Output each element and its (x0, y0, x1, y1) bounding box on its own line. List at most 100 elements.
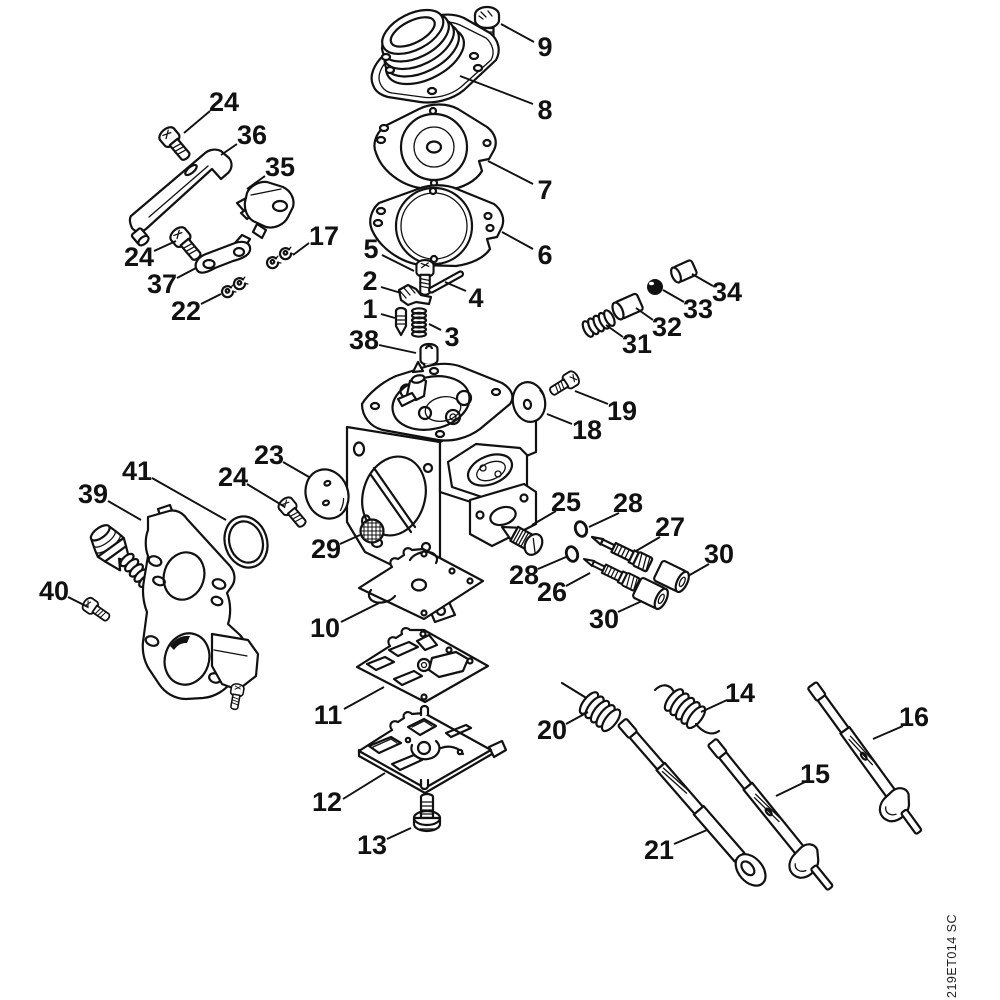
leader-line-3 (428, 323, 442, 331)
part-28-o-ring (573, 520, 589, 538)
part-12-pump-cover-plate (357, 704, 508, 795)
part-33-ball (647, 279, 663, 295)
part-25-adjust-screw (500, 525, 544, 556)
idle-adjust-knob (89, 524, 132, 572)
leader-line-32 (635, 307, 654, 321)
part-10-gasket-plate (357, 547, 485, 621)
callout-20: 20 (537, 715, 567, 745)
callout-4: 4 (468, 283, 483, 313)
part-21-choke-shaft (617, 718, 767, 887)
part-3-spring (410, 307, 428, 338)
callout-39: 39 (78, 479, 108, 509)
carburetor-body (345, 360, 538, 624)
leader-line-33 (662, 289, 685, 303)
part-29-screen (359, 518, 385, 544)
leader-line-6 (501, 231, 534, 250)
part-7-metering-diaphragm (373, 103, 497, 192)
part-41-o-ring (223, 515, 269, 569)
leader-line-24 (246, 483, 286, 508)
part-18-disc (511, 381, 547, 423)
callout-30: 30 (589, 604, 619, 634)
callout-11: 11 (314, 700, 343, 730)
part-31-spring (579, 307, 618, 340)
part-8-pump-cover (370, 8, 500, 104)
callout-36: 36 (237, 120, 267, 150)
callout-6: 6 (537, 240, 552, 270)
leader-line-30 (687, 563, 710, 577)
leader-line-37 (176, 267, 197, 279)
callout-10: 10 (310, 613, 340, 643)
callout-3: 3 (444, 322, 459, 352)
callout-41: 41 (122, 456, 152, 486)
callout-25: 25 (551, 487, 581, 517)
leader-line-1 (380, 313, 396, 319)
part-36-lever (128, 148, 233, 247)
part-40-screw (79, 594, 114, 626)
part-6-gasket (369, 184, 505, 268)
callout-21: 21 (644, 835, 674, 865)
leader-line-24 (153, 240, 177, 252)
leader-line-40 (67, 596, 89, 608)
part-24-screw (166, 223, 207, 266)
part-23-disc (304, 468, 350, 520)
part-17-clip (277, 244, 296, 262)
part-14-spring (653, 684, 721, 735)
leader-line-23 (282, 461, 310, 478)
leader-line-11 (343, 686, 385, 710)
leader-line-28 (588, 512, 620, 528)
part-13-screw (412, 792, 442, 833)
leader-line-22 (200, 293, 222, 305)
callout-23: 23 (254, 440, 284, 470)
part-17-clip (264, 253, 283, 271)
callout-18: 18 (572, 415, 602, 445)
part-37-lever (194, 233, 252, 274)
leader-line-17 (292, 242, 310, 256)
parts-layer (79, 5, 923, 891)
callout-19: 19 (607, 396, 637, 426)
callout-30: 30 (704, 539, 734, 569)
leader-line-35 (246, 175, 266, 190)
leader-line-26 (565, 572, 591, 587)
callout-40: 40 (39, 576, 69, 606)
part-32-plug (611, 292, 644, 321)
callout-9: 9 (537, 32, 552, 62)
callout-14: 14 (725, 678, 755, 708)
part-24-screw (275, 493, 311, 532)
leader-line-7 (487, 160, 534, 185)
part-16-throttle-shaft (807, 681, 923, 835)
leader-line-34 (691, 273, 714, 287)
drawing-code-label: 219ET014 SC (945, 914, 959, 998)
leader-line-10 (340, 602, 380, 623)
callout-15: 15 (800, 759, 830, 789)
callout-1: 1 (362, 294, 377, 324)
leader-line-25 (531, 510, 557, 526)
part-1-inlet-needle (394, 306, 408, 337)
leader-line-27 (635, 536, 661, 552)
part-11-diaphragm-plate (355, 627, 490, 704)
leader-line-19 (574, 390, 609, 405)
bellows (381, 8, 465, 86)
callout-28: 28 (613, 488, 643, 518)
callout-27: 27 (655, 512, 685, 542)
leader-line-8 (459, 75, 534, 105)
leader-line-36 (220, 143, 238, 156)
leader-line-21 (673, 829, 708, 845)
part-34-plug (670, 259, 698, 284)
callout-32: 32 (652, 312, 682, 342)
callout-5: 5 (363, 234, 378, 264)
callout-24: 24 (124, 242, 154, 272)
leader-line-31 (605, 324, 624, 338)
leader-line-2 (380, 286, 402, 294)
callout-28: 28 (509, 560, 539, 590)
leader-line-13 (386, 827, 412, 840)
callout-17: 17 (309, 221, 339, 251)
callout-12: 12 (312, 787, 342, 817)
leader-line-16 (872, 725, 904, 740)
leader-line-15 (775, 781, 806, 797)
callout-16: 16 (899, 702, 929, 732)
part-19-screw (545, 368, 583, 400)
callout-38: 38 (349, 325, 379, 355)
leader-line-38 (378, 344, 417, 354)
